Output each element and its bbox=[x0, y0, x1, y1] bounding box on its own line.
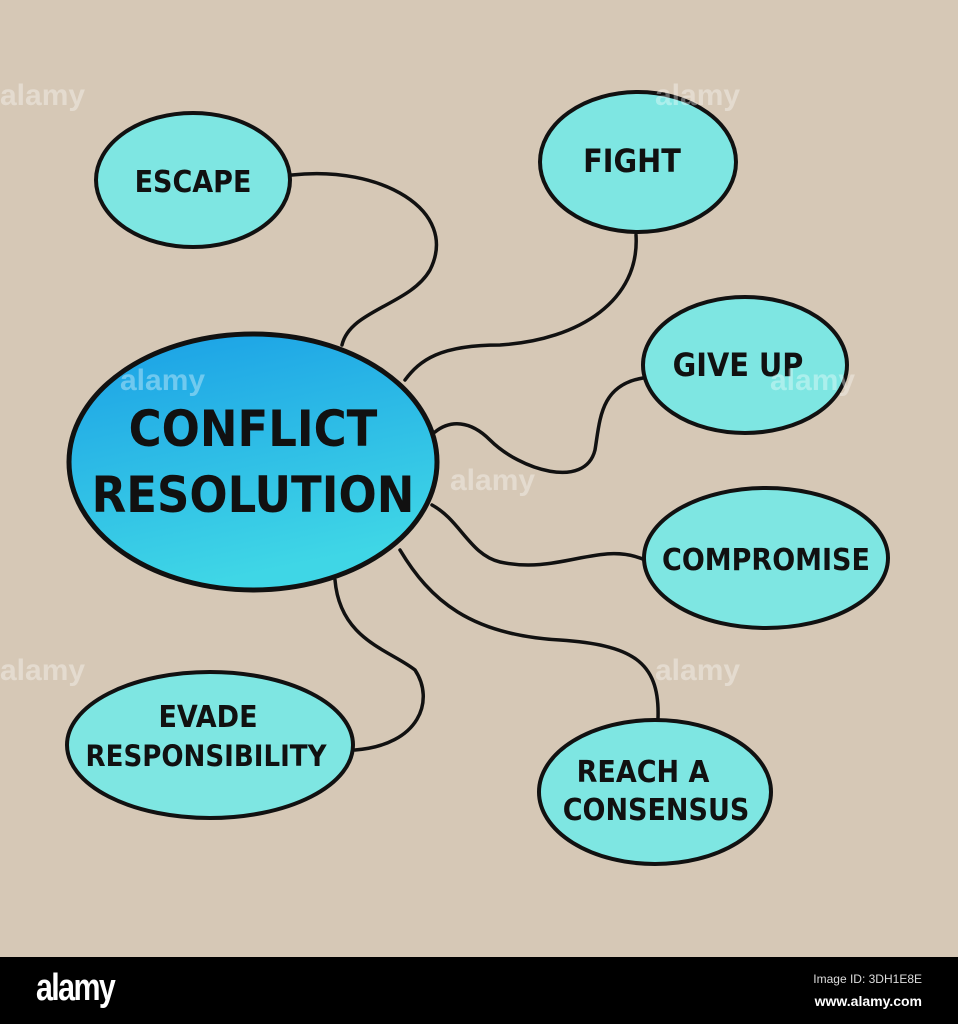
label-compromise: COMPROMISE bbox=[662, 543, 870, 578]
connector-fight bbox=[403, 233, 638, 382]
svg-text:alamy: alamy bbox=[655, 654, 740, 687]
website-link: www.alamy.com bbox=[814, 993, 922, 1009]
label-evade: EVADE bbox=[158, 700, 257, 735]
node-evade-responsibility bbox=[65, 670, 355, 820]
connector-escape bbox=[290, 172, 439, 347]
svg-text:alamy: alamy bbox=[0, 79, 85, 112]
node-reach-consensus bbox=[537, 718, 773, 866]
footer-bar: alamy Image ID: 3DH1E8E www.alamy.com bbox=[0, 957, 958, 1024]
node-give-up bbox=[641, 295, 849, 435]
mind-map: ESCAPE FIGHT GIVE UP COMPROMISE REACH A … bbox=[0, 79, 890, 866]
paper-background: ESCAPE FIGHT GIVE UP COMPROMISE REACH A … bbox=[0, 0, 958, 957]
alamy-logo: alamy bbox=[36, 967, 116, 1009]
image-id: Image ID: 3DH1E8E bbox=[813, 972, 922, 986]
label-consensus: CONSENSUS bbox=[563, 793, 750, 828]
watermarks: alamy alamy alamy alamy alamy alamy alam… bbox=[0, 79, 855, 687]
node-escape bbox=[94, 111, 292, 249]
connector-give-up bbox=[433, 376, 645, 475]
svg-text:alamy: alamy bbox=[0, 654, 85, 687]
node-center bbox=[66, 331, 440, 593]
connector-evade bbox=[333, 578, 425, 752]
svg-text:alamy: alamy bbox=[120, 364, 205, 397]
svg-text:alamy: alamy bbox=[450, 464, 535, 497]
label-give-up: GIVE UP bbox=[673, 346, 804, 384]
label-reach-a: REACH A bbox=[577, 755, 710, 790]
label-resolution: RESOLUTION bbox=[92, 466, 415, 524]
label-escape: ESCAPE bbox=[135, 165, 252, 200]
label-conflict: CONFLICT bbox=[129, 400, 378, 458]
label-responsibility: RESPONSIBILITY bbox=[86, 739, 328, 773]
connector-compromise bbox=[430, 503, 647, 567]
node-compromise bbox=[642, 486, 890, 630]
svg-text:alamy: alamy bbox=[770, 364, 855, 397]
svg-text:alamy: alamy bbox=[655, 79, 740, 112]
node-fight bbox=[538, 90, 738, 234]
connector-consensus bbox=[398, 548, 660, 720]
label-fight: FIGHT bbox=[583, 142, 681, 180]
